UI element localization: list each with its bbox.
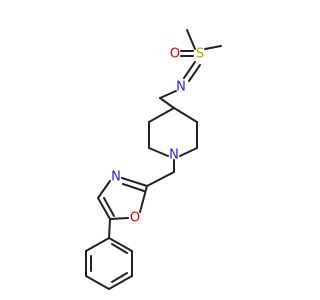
bond-s-n-double-2 <box>188 64 201 82</box>
bond-ph-1 <box>108 237 133 252</box>
bond-n-ch2 <box>159 90 177 99</box>
bond-s-methyl-right <box>204 45 222 50</box>
bond-pip-c4-c3 <box>173 107 198 123</box>
atom-oxazole-nitrogen: N <box>111 170 121 185</box>
bond-ch2-c4 <box>159 97 175 109</box>
bond-ox-c2-n3-double-1 <box>121 177 148 187</box>
atom-imine-nitrogen: N <box>176 80 186 95</box>
bond-pip-c2-n1 <box>179 147 198 157</box>
atom-sulfur: S <box>196 47 204 62</box>
bond-pip-c5-c4 <box>148 107 175 123</box>
bond-s-methyl-left <box>186 29 196 50</box>
bond-ox-c5-o1 <box>109 217 129 220</box>
atom-piperidine-nitrogen: N <box>169 148 179 163</box>
bond-ph-4 <box>85 275 110 290</box>
bond-s-n-double-1 <box>183 61 196 79</box>
bond-ox-o1-c2 <box>139 185 148 213</box>
bond-ch2-oxazole <box>146 171 175 187</box>
atom-oxazole-oxygen: O <box>130 211 140 226</box>
bonds <box>85 29 222 290</box>
bond-ox-n3-c4 <box>97 180 111 199</box>
atom-labels: S O N N N O <box>111 47 204 226</box>
molecule-structure: S O N N N O <box>85 29 222 290</box>
bond-ph-inner-1 <box>111 243 128 254</box>
bond-pip-n1-c6 <box>148 147 169 157</box>
bond-ph-6 <box>85 237 110 252</box>
bond-ph-inner-2 <box>111 272 128 283</box>
bond-ox-c2-n3-double-2 <box>122 183 145 192</box>
bond-ph-3 <box>108 275 133 290</box>
bond-ox-c4-c5-double-1 <box>97 197 111 220</box>
atom-sulfoximine-oxygen: O <box>170 47 180 62</box>
bond-ox-c4-c5-double-2 <box>103 197 115 217</box>
bond-oxazole-phenyl <box>108 218 111 239</box>
